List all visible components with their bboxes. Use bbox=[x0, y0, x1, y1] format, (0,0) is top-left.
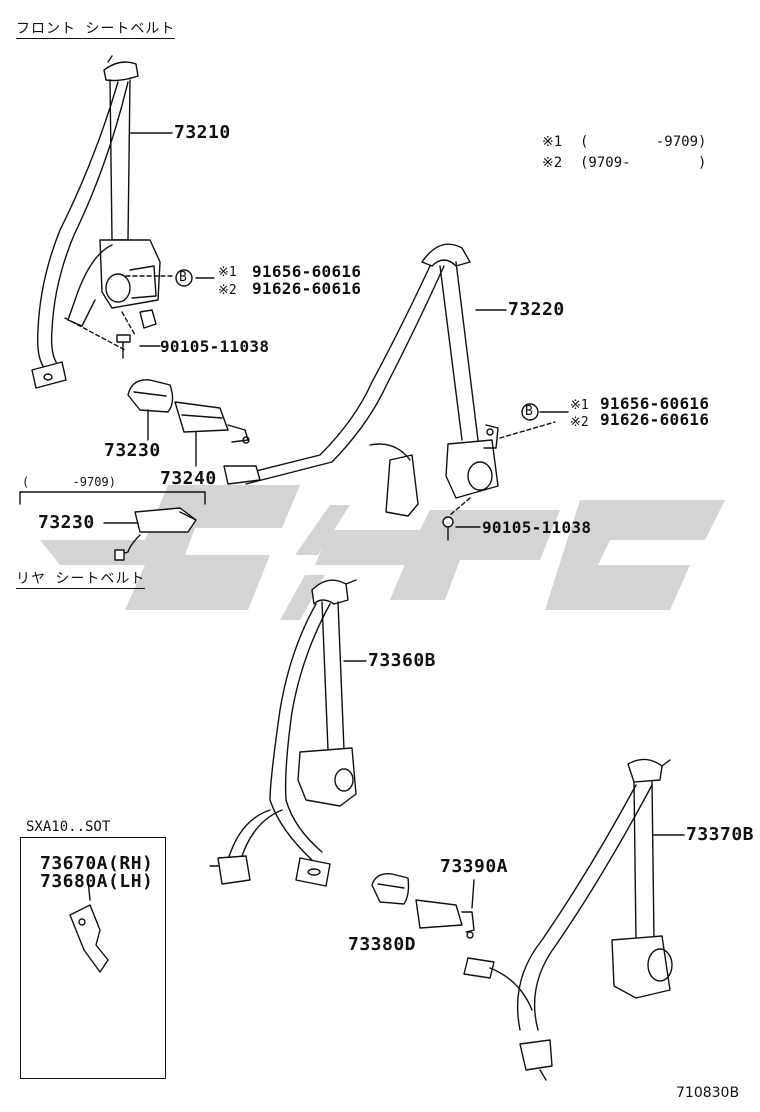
rear-left-belt-assembly bbox=[209, 579, 357, 887]
rear-right-belt-assembly bbox=[463, 758, 673, 1081]
alt-buckle-assembly bbox=[19, 491, 206, 561]
section-front-title: フロント シートベルト bbox=[16, 21, 176, 39]
inset-anchor-bracket bbox=[69, 879, 109, 973]
legend-range-1: ( -9709) bbox=[580, 134, 707, 150]
part-73370b: 73370B bbox=[686, 824, 755, 845]
part-73220: 73220 bbox=[508, 299, 565, 320]
part-73210: 73210 bbox=[174, 122, 231, 143]
front-right-belt-assembly bbox=[223, 243, 556, 541]
fastener-left-pn-1: 91656-60616 bbox=[252, 262, 362, 281]
front-left-belt-assembly bbox=[31, 55, 173, 389]
part-73390a: 73390A bbox=[440, 856, 509, 877]
b-symbol-left-letter: B bbox=[179, 270, 187, 285]
legend-mark-2: ※2 bbox=[542, 155, 563, 171]
fastener-right-mark-2: ※2 bbox=[570, 415, 589, 430]
fastener-right-mark-1: ※1 bbox=[570, 398, 589, 413]
part-73360b: 73360B bbox=[368, 650, 437, 671]
b-symbol-right-circle bbox=[521, 403, 539, 421]
fastener-right-pn-1: 91656-60616 bbox=[600, 394, 710, 413]
inset-box bbox=[20, 837, 166, 1079]
inset-title: SXA10..SOT bbox=[26, 819, 111, 835]
part-73670a: 73670A(RH) bbox=[40, 853, 154, 874]
leader-lines bbox=[103, 132, 685, 836]
part-73230-b: 73230 bbox=[38, 512, 95, 533]
fastener-left-bolt: 90105-11038 bbox=[160, 337, 270, 356]
rear-buckle-assembly bbox=[371, 873, 475, 939]
b-symbol-left-circle bbox=[175, 269, 193, 287]
part-73230-a: 73230 bbox=[104, 440, 161, 461]
legend-mark-1: ※1 bbox=[542, 134, 563, 150]
fastener-left-pn-2: 91626-60616 bbox=[252, 279, 362, 298]
front-buckle-assembly bbox=[127, 379, 250, 444]
part-73680a: 73680A(LH) bbox=[40, 871, 154, 892]
legend-range-2: (9709- ) bbox=[580, 155, 707, 171]
fastener-left-mark-2: ※2 bbox=[218, 283, 237, 298]
fastener-left-mark-1: ※1 bbox=[218, 265, 237, 280]
variant-note: ( -9709) bbox=[22, 475, 116, 489]
part-73240: 73240 bbox=[160, 468, 217, 489]
fastener-right-pn-2: 91626-60616 bbox=[600, 410, 710, 429]
part-73380d: 73380D bbox=[348, 934, 417, 955]
diagram-code: 710830B bbox=[676, 1085, 740, 1101]
b-symbol-right-letter: B bbox=[525, 404, 533, 419]
section-rear-title: リヤ シートベルト bbox=[16, 571, 146, 589]
fastener-right-bolt: 90105-11038 bbox=[482, 518, 592, 537]
watermark-logo bbox=[40, 485, 725, 620]
